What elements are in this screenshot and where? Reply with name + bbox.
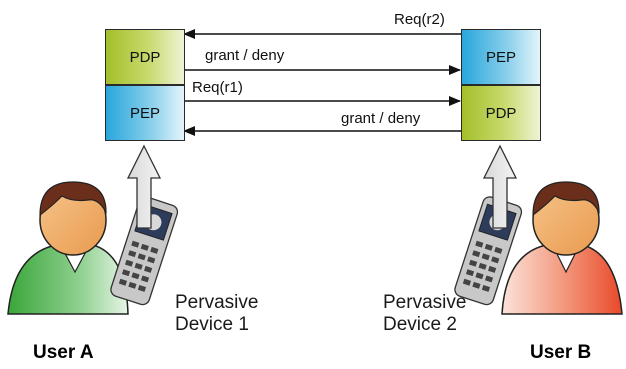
device-1-label: Pervasive Device 1: [175, 292, 258, 336]
req-r1-label: Req(r1): [192, 79, 243, 96]
req-r2-label: Req(r2): [394, 11, 445, 28]
right-pep-label: PEP: [485, 48, 516, 66]
grant-deny-1-label: grant / deny: [205, 47, 285, 64]
right-pep-box: PEP: [461, 29, 541, 85]
left-pdp-label: PDP: [129, 48, 161, 66]
device-1-to-pep-arrow: [126, 144, 162, 229]
user-b-label: User B: [530, 342, 592, 363]
device-1-line1: Pervasive: [175, 292, 259, 313]
device-1-line2: Device 1: [175, 314, 249, 335]
user-a-icon: [7, 181, 129, 315]
device-2-to-pep-arrow: [482, 144, 518, 229]
device-2-line1: Pervasive: [383, 292, 467, 313]
left-pep-box: PEP: [105, 85, 185, 141]
left-pep-label: PEP: [129, 104, 160, 122]
left-pdp-box: PDP: [105, 29, 185, 85]
device-2-line2: Device 2: [383, 314, 457, 335]
right-pdp-label: PDP: [485, 104, 517, 122]
grant-deny-2-label: grant / deny: [341, 110, 421, 127]
user-a-label: User A: [33, 342, 94, 363]
right-pdp-box: PDP: [461, 85, 541, 141]
user-b-icon: [501, 181, 623, 315]
device-2-label: Pervasive Device 2: [383, 292, 466, 336]
